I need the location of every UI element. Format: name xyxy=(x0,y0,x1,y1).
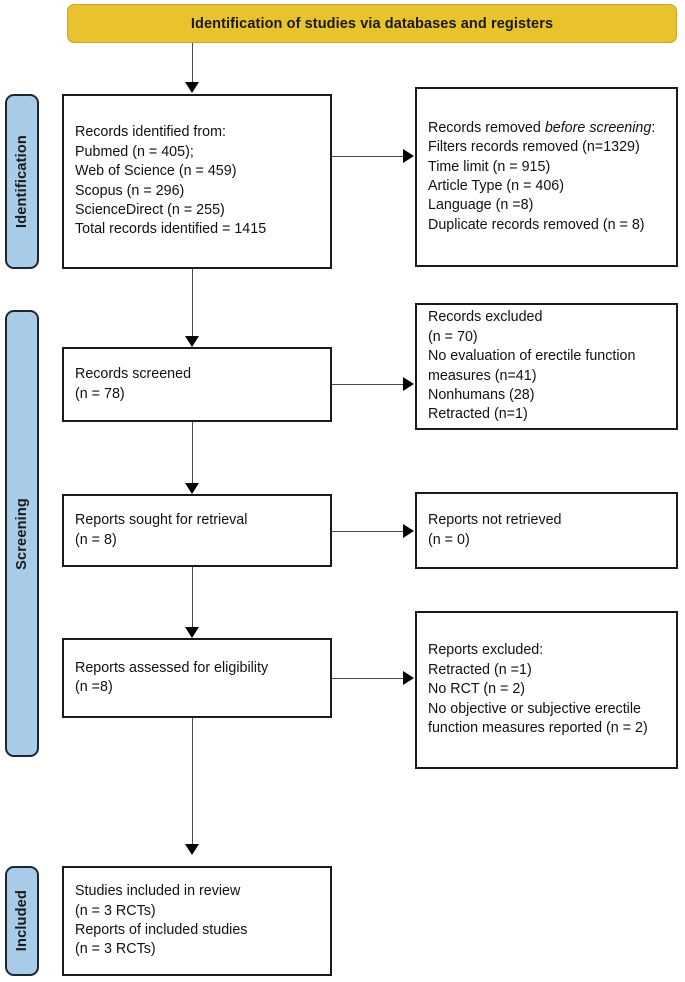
line-reports-sought: Reports sought for retrieval xyxy=(75,512,248,529)
reports-not-retrieved-text: Reports not retrieved (n = 0) xyxy=(417,511,676,550)
arrowhead-identified-to-screened xyxy=(185,336,199,347)
line-reports-of-included: Reports of included studies xyxy=(75,922,248,938)
arrowhead-banner-to-identified xyxy=(185,82,199,93)
line-no-evaluation: No evaluation of erectile function measu… xyxy=(428,348,636,384)
connector-eligibility-to-reports-excluded xyxy=(332,677,404,680)
line-reports-not-retrieved-n: (n = 0) xyxy=(428,531,470,548)
box-records-excluded: Records excluded (n = 70) No evaluation … xyxy=(415,303,678,430)
line-article-type: Article Type (n = 406) xyxy=(428,178,565,194)
line-reports-excluded: Reports excluded: xyxy=(428,642,544,659)
records-screened-text: Records screened (n = 78) xyxy=(64,365,330,404)
box-reports-sought: Reports sought for retrieval (n = 8) xyxy=(62,494,332,567)
connector-banner-to-identified xyxy=(191,43,194,83)
stage-label-included: Included xyxy=(5,866,39,976)
stage-identification-text: Identification xyxy=(14,134,30,229)
line-reports-not-retrieved: Reports not retrieved xyxy=(428,512,562,529)
line-records-screened-n: (n = 78) xyxy=(75,385,125,402)
stage-screening-text: Screening xyxy=(14,497,30,570)
box-records-screened: Records screened (n = 78) xyxy=(62,347,332,422)
arrowhead-screened-to-sought xyxy=(185,483,199,494)
connector-screened-to-sought xyxy=(191,422,194,484)
line-pubmed: Pubmed (n = 405); xyxy=(75,143,194,160)
line-scopus: Scopus (n = 296) xyxy=(75,182,185,199)
connector-screened-to-excluded xyxy=(332,383,404,386)
line-no-rct: No RCT (n = 2) xyxy=(428,681,526,698)
line-records-excluded-n: (n = 70) xyxy=(428,328,478,345)
arrowhead-eligibility-to-reports-excluded xyxy=(403,671,414,685)
line-records-screened: Records screened xyxy=(75,366,192,383)
box-records-removed: Records removed before screening: Filter… xyxy=(415,87,678,267)
line-removed-colon: : xyxy=(651,119,656,136)
reports-sought-text: Reports sought for retrieval (n = 8) xyxy=(64,511,330,550)
arrowhead-identified-to-removed xyxy=(403,149,414,163)
box-studies-included: Studies included in review (n = 3 RCTs) … xyxy=(62,866,332,976)
line-reports-assessed: Reports assessed for eligibility xyxy=(75,659,269,676)
line-total-records: Total records identified = 1415 xyxy=(75,221,267,238)
stage-included-text: Included xyxy=(14,890,30,952)
line-reports-of-included-n: (n = 3 RCTs) xyxy=(75,941,156,958)
arrowhead-eligibility-to-included xyxy=(185,844,199,855)
line-studies-included: Studies included in review xyxy=(75,883,241,900)
stage-label-identification: Identification xyxy=(5,94,39,269)
line-records-identified-from: Records identified from: xyxy=(75,124,226,141)
reports-assessed-text: Reports assessed for eligibility (n =8) xyxy=(64,659,330,698)
line-time-limit: Time limit (n = 915) xyxy=(428,158,551,175)
identification-banner: Identification of studies via databases … xyxy=(67,4,677,43)
line-before-screening-italic: before screening xyxy=(544,119,652,136)
banner-title: Identification of studies via databases … xyxy=(190,15,554,32)
line-reports-assessed-n: (n =8) xyxy=(75,679,113,695)
line-studies-included-n: (n = 3 RCTs) xyxy=(75,902,156,919)
box-reports-excluded: Reports excluded: Retracted (n =1) No RC… xyxy=(415,611,678,769)
box-records-identified: Records identified from: Pubmed (n = 405… xyxy=(62,94,332,269)
line-retracted: Retracted (n=1) xyxy=(428,406,528,423)
line-filters-removed: Filters records removed (n=1329) xyxy=(428,139,640,156)
reports-excluded-text: Reports excluded: Retracted (n =1) No RC… xyxy=(417,641,676,738)
stage-label-screening: Screening xyxy=(5,310,39,757)
box-reports-assessed: Reports assessed for eligibility (n =8) xyxy=(62,638,332,718)
line-no-objective: No objective or subjective erectile func… xyxy=(428,700,648,737)
arrowhead-screened-to-excluded xyxy=(403,377,414,391)
records-excluded-text: Records excluded (n = 70) No evaluation … xyxy=(417,308,676,425)
connector-identified-to-removed xyxy=(332,155,404,158)
line-web-of-science: Web of Science (n = 459) xyxy=(75,163,237,180)
line-language: Language (n =8) xyxy=(428,197,534,214)
connector-eligibility-to-included xyxy=(191,718,194,845)
arrowhead-sought-to-not-retrieved xyxy=(403,524,414,538)
arrowhead-sought-to-eligibility xyxy=(185,627,199,638)
line-records-excluded: Records excluded xyxy=(428,309,543,326)
line-reports-retracted: Retracted (n =1) xyxy=(428,661,532,678)
line-records-removed-lead: Records removed xyxy=(428,119,545,136)
records-removed-text: Records removed before screening: Filter… xyxy=(417,119,676,236)
connector-sought-to-not-retrieved xyxy=(332,530,404,533)
connector-sought-to-eligibility xyxy=(191,567,194,628)
line-nonhumans: Nonhumans (28) xyxy=(428,386,535,403)
records-identified-text: Records identified from: Pubmed (n = 405… xyxy=(64,123,330,240)
studies-included-text: Studies included in review (n = 3 RCTs) … xyxy=(64,882,330,960)
connector-identified-to-screened xyxy=(191,269,194,337)
line-reports-sought-n: (n = 8) xyxy=(75,531,117,548)
box-reports-not-retrieved: Reports not retrieved (n = 0) xyxy=(415,492,678,569)
line-sciencedirect: ScienceDirect (n = 255) xyxy=(75,201,225,218)
line-duplicate-removed: Duplicate records removed (n = 8) xyxy=(428,216,645,233)
